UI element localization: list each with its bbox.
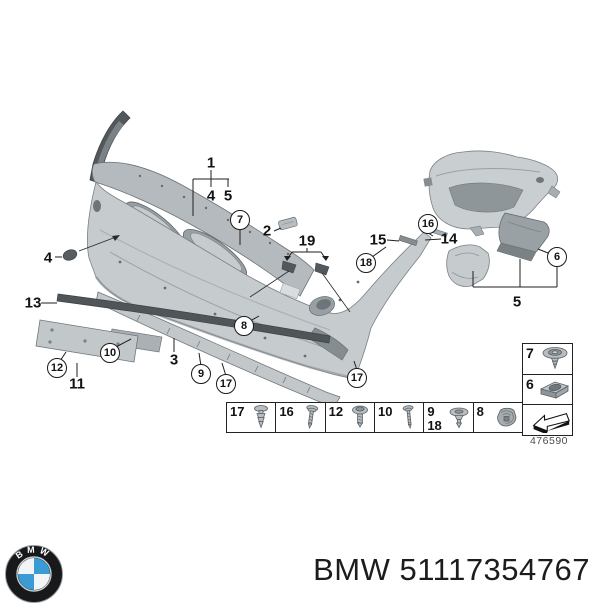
- callout-6-circled: 6: [547, 247, 567, 267]
- brand-text: BMW: [313, 552, 391, 587]
- legend-cell-arrow: [522, 404, 573, 436]
- grommet-icon: [542, 347, 568, 370]
- side-bracket-large: [496, 212, 550, 262]
- leader-arrowheads: [284, 256, 329, 261]
- mounting-holes: [138, 174, 290, 256]
- legend-cell-17: 17: [226, 402, 277, 433]
- leader-lines: [41, 170, 558, 377]
- callout-18-circled: 18: [356, 253, 376, 273]
- callout-14: 14: [440, 230, 458, 248]
- bumper-exploded-drawing: [35, 110, 561, 405]
- cage-nut-icon: [539, 381, 569, 399]
- legend-cell-7: 7: [522, 343, 573, 375]
- callout-3: 3: [169, 351, 179, 369]
- thin-screw-icon: [402, 405, 414, 430]
- callout-12-circled: 12: [47, 358, 67, 378]
- legend-cell-10: 10: [373, 402, 425, 433]
- side-bracket-small: [446, 244, 490, 287]
- tow-hook-cap-part2: [278, 216, 298, 231]
- callout-8-circled: 8: [234, 316, 254, 336]
- callout-9-circled: 9: [191, 364, 211, 384]
- callout-16-circled: 16: [418, 214, 438, 234]
- callout-11: 11: [69, 375, 85, 393]
- bmw-logo: BMW: [5, 545, 63, 603]
- callout-4: 4: [206, 187, 216, 205]
- legend-cell-9-18: 9 18: [423, 402, 474, 433]
- callout-10-circled: 10: [100, 343, 120, 363]
- license-plate-bracket: [35, 319, 163, 363]
- direction-arrow-icon: [532, 412, 570, 433]
- clip-icon: [497, 407, 517, 427]
- callout-2: 2: [262, 222, 272, 240]
- wedge-clips-part19: [249, 260, 351, 313]
- callout-7-circled: 7: [230, 210, 250, 230]
- callout-5-right: 5: [512, 293, 522, 311]
- carrier-panel: [423, 150, 561, 237]
- callout-1: 1: [206, 154, 216, 172]
- callout-17-circled-left: 17: [216, 374, 236, 394]
- legend-cell-8: 8: [472, 402, 523, 433]
- callout-19: 19: [298, 232, 316, 250]
- expanding-rivet-icon: [254, 405, 269, 429]
- pan-head-screw-icon: [352, 405, 368, 428]
- drawing-number: 476590: [529, 435, 569, 447]
- tapping-screw-icon: [306, 405, 318, 429]
- fog-light: [308, 296, 336, 316]
- trim-strip: [56, 293, 331, 344]
- legend-cell-6: 6: [522, 374, 573, 405]
- expanding-nut-icon: [449, 407, 469, 429]
- callout-13: 13: [24, 294, 42, 312]
- callout-15: 15: [369, 231, 387, 249]
- legend-cell-16: 16: [275, 402, 326, 433]
- mounting-strip-part15: [398, 234, 418, 247]
- callout-17-circled-right: 17: [347, 368, 367, 388]
- part-number-text: 51117354767: [399, 552, 590, 587]
- sensor-cap-part4: [62, 235, 120, 261]
- legend-cell-12: 12: [324, 402, 375, 433]
- fastener-legend-row: 17 16: [226, 402, 523, 433]
- callout-4-left: 4: [43, 249, 53, 267]
- callout-5: 5: [223, 187, 233, 205]
- part-number-line: BMW 51117354767: [313, 552, 590, 588]
- fastener-legend-column: 7 6: [522, 343, 573, 436]
